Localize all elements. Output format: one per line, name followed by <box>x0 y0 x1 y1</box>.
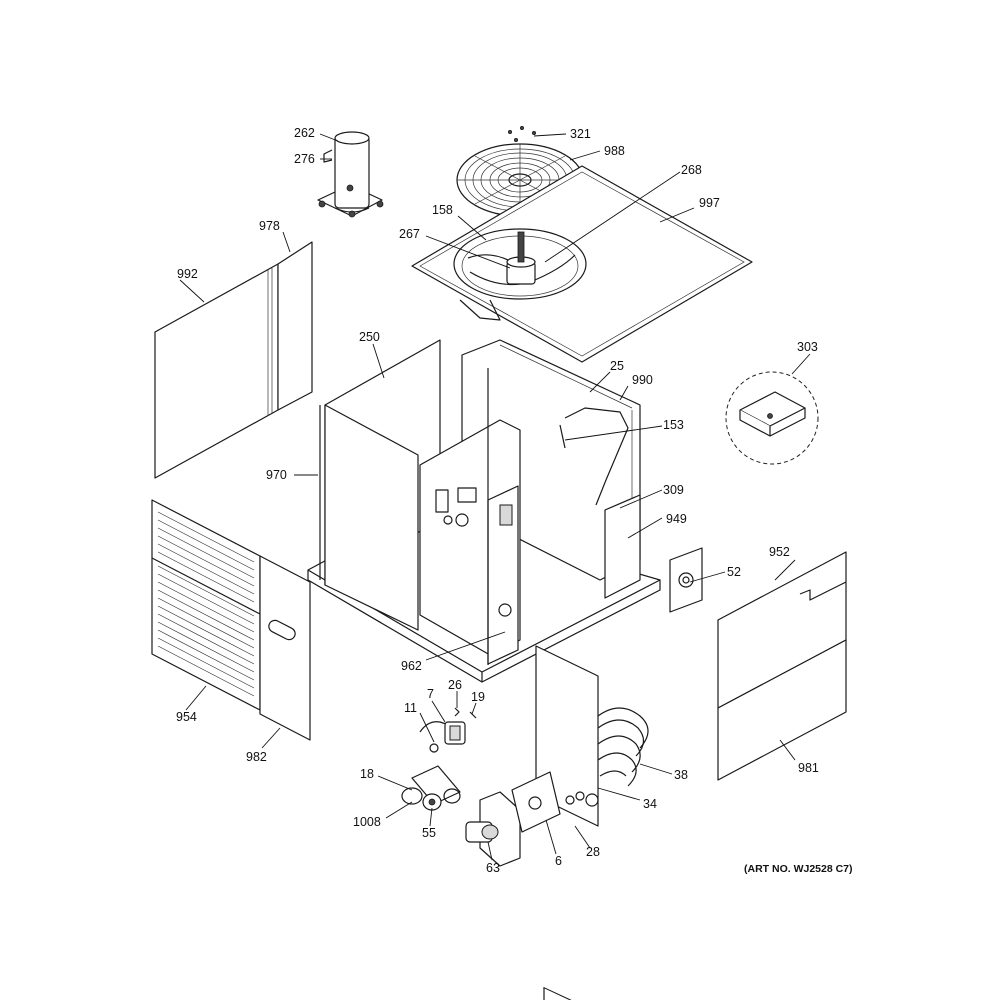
callout-7: 7 <box>427 687 434 701</box>
callout-992: 992 <box>177 267 198 281</box>
callout-25: 25 <box>610 359 624 373</box>
callout-949: 949 <box>666 512 687 526</box>
callout-26: 26 <box>448 678 462 692</box>
heat-exchanger-panel <box>511 645 599 1000</box>
callout-321: 321 <box>570 127 591 141</box>
callout-28: 28 <box>586 845 600 859</box>
callout-952: 952 <box>769 545 790 559</box>
callout-6: 6 <box>555 854 562 868</box>
blower-motor <box>465 791 521 867</box>
inducer-assembly <box>401 765 461 811</box>
callout-267: 267 <box>399 227 420 241</box>
callout-262: 262 <box>294 126 315 140</box>
callout-268: 268 <box>681 163 702 177</box>
callout-954: 954 <box>176 710 197 724</box>
callout-309: 309 <box>663 483 684 497</box>
detail-303 <box>725 371 819 465</box>
main-cabinet <box>307 339 661 683</box>
callout-970: 970 <box>266 468 287 482</box>
callout-1008: 1008 <box>353 815 381 829</box>
callout-153: 153 <box>663 418 684 432</box>
callout-11: 11 <box>404 701 417 715</box>
side-panel-right <box>717 551 847 781</box>
access-door <box>259 555 311 741</box>
callout-34: 34 <box>643 797 657 811</box>
callout-303: 303 <box>797 340 818 354</box>
callout-63: 63 <box>486 861 500 875</box>
callout-962: 962 <box>401 659 422 673</box>
leader-lines <box>179 133 811 861</box>
callout-18: 18 <box>360 767 374 781</box>
compressor <box>317 131 384 218</box>
top-cover <box>411 165 753 363</box>
louvered-panel <box>151 499 261 711</box>
side-panel-top-left <box>154 241 313 479</box>
callout-19: 19 <box>471 690 485 704</box>
callout-250: 250 <box>359 330 380 344</box>
callout-990: 990 <box>632 373 653 387</box>
callout-labels: 262 276 321 988 268 997 158 267 978 992 … <box>176 126 819 875</box>
art-number: (ART NO. WJ2528 C7) <box>744 863 853 875</box>
callout-52: 52 <box>727 565 741 579</box>
callout-276: 276 <box>294 152 315 166</box>
callout-981: 981 <box>798 761 819 775</box>
callout-978: 978 <box>259 219 280 233</box>
heat-exchanger-tubes <box>597 707 649 787</box>
callout-997: 997 <box>699 196 720 210</box>
gas-valve-assembly <box>419 707 477 753</box>
callout-55: 55 <box>422 826 436 840</box>
callout-158: 158 <box>432 203 453 217</box>
callout-38: 38 <box>674 768 688 782</box>
callout-982: 982 <box>246 750 267 764</box>
cover-plate-52 <box>669 547 703 613</box>
callout-988: 988 <box>604 144 625 158</box>
